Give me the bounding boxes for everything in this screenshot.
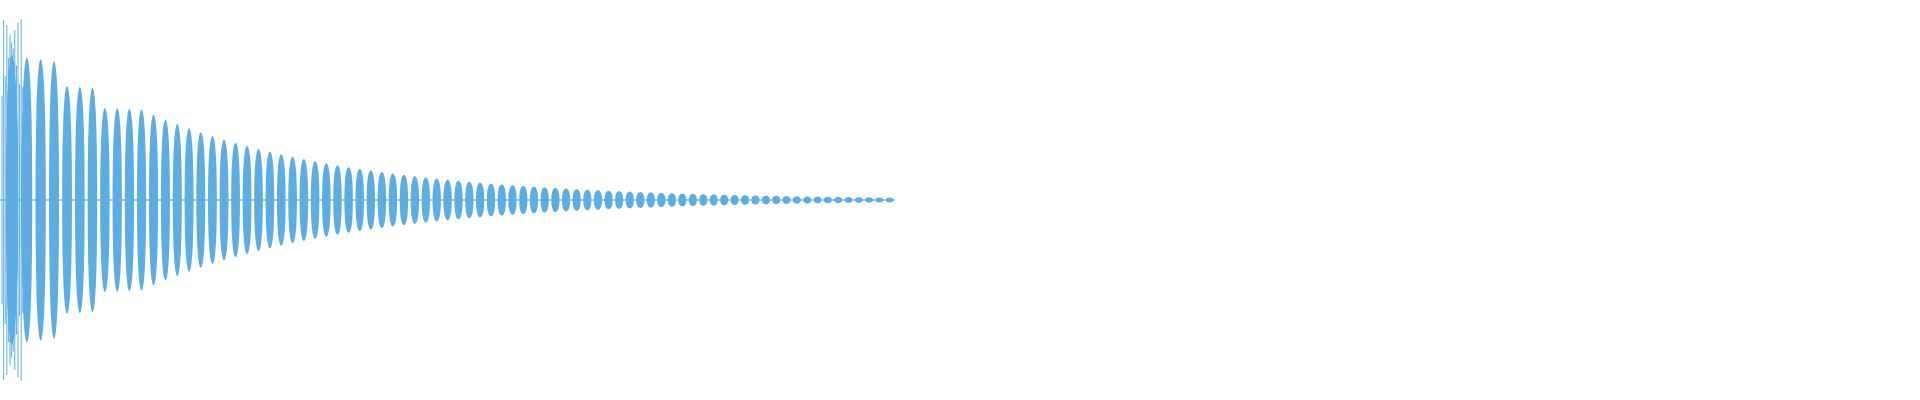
waveform-lobe: [593, 190, 602, 210]
waveform-lobe: [421, 177, 430, 223]
waveform-lobe: [265, 151, 275, 249]
waveform-lobe: [854, 197, 863, 203]
waveform-lobe: [231, 142, 240, 258]
waveform-lobe: [254, 148, 263, 252]
waveform-lobe: [803, 196, 812, 204]
waveform-lobe: [709, 194, 718, 206]
waveform-lobe: [219, 139, 229, 261]
waveform-lobe: [124, 108, 135, 292]
waveform-lobe: [148, 114, 159, 286]
waveform-lobe: [615, 191, 624, 209]
waveform-lobe: [49, 61, 60, 339]
waveform-lobe: [377, 172, 387, 228]
waveform-lobe: [782, 196, 791, 204]
waveform-lobe: [497, 184, 506, 216]
waveform-lobe: [834, 196, 843, 204]
waveform-lobe: [454, 180, 463, 220]
waveform-lobe: [583, 189, 592, 211]
waveform-lobe: [636, 192, 645, 208]
waveform-lobe: [529, 186, 539, 214]
waveform-lobe: [242, 146, 252, 254]
waveform-lobe: [21, 57, 33, 343]
waveform-lobe: [875, 197, 884, 203]
waveform-lobe: [519, 185, 528, 215]
waveform-lobe: [196, 132, 206, 268]
waveform-lobe: [184, 128, 194, 272]
waveform-lobe: [410, 176, 420, 224]
waveform-lobe: [772, 195, 781, 205]
waveform-lobe: [625, 191, 634, 209]
waveform-lobe: [551, 188, 560, 212]
waveform-lobe: [823, 196, 832, 204]
waveform-lobe: [844, 197, 853, 203]
waveform-lobe: [399, 174, 409, 226]
waveform-lobe: [720, 194, 729, 206]
waveform-lobe: [688, 193, 697, 207]
waveform-lobe: [678, 193, 687, 207]
waveform-lobe: [865, 197, 873, 203]
waveform-lobe: [75, 86, 85, 314]
waveform-lobe: [792, 196, 801, 204]
waveform-lobe: [476, 182, 485, 218]
waveform-lobe: [751, 195, 760, 205]
waveform-lobe: [646, 192, 655, 208]
waveform-lobe: [87, 87, 98, 313]
waveform-lobe: [160, 119, 170, 281]
waveform-lobe: [741, 195, 749, 205]
waveform-lobe: [344, 167, 353, 233]
waveform-lobe: [136, 109, 147, 291]
waveform-lobe: [432, 178, 441, 222]
waveform-lobe: [355, 168, 364, 232]
waveform-lobe: [172, 124, 182, 276]
waveform-lobes: [1, 19, 894, 381]
waveform-lobe: [288, 156, 297, 244]
waveform-lobe: [562, 188, 571, 212]
waveform-lobe: [730, 195, 739, 205]
waveform-lobe: [761, 195, 770, 205]
waveform-lobe: [699, 194, 708, 206]
waveform-lobe: [299, 159, 309, 241]
waveform-lobe: [366, 170, 376, 230]
waveform-lobe: [667, 193, 676, 207]
waveform-lobe: [813, 196, 822, 204]
waveform-lobe: [310, 161, 320, 239]
waveform-lobe: [322, 163, 331, 237]
waveform-lobe: [208, 136, 217, 264]
waveform-lobe: [112, 108, 122, 292]
waveform-lobe: [486, 183, 496, 217]
waveform-lobe: [443, 179, 452, 221]
waveform-lobe: [333, 165, 342, 235]
waveform-lobe: [388, 173, 398, 227]
waveform-lobe: [62, 86, 72, 314]
waveform-lobe: [35, 59, 46, 341]
waveform-lobe: [885, 197, 894, 203]
waveform-lobe: [657, 192, 666, 208]
waveform-lobe: [465, 181, 474, 219]
waveform-lobe: [604, 190, 613, 210]
waveform-lobe: [276, 154, 286, 246]
waveform-lobe: [572, 189, 581, 211]
waveform-lobe: [540, 187, 549, 213]
waveform-lobe: [508, 185, 517, 215]
waveform-lobe: [100, 108, 110, 292]
